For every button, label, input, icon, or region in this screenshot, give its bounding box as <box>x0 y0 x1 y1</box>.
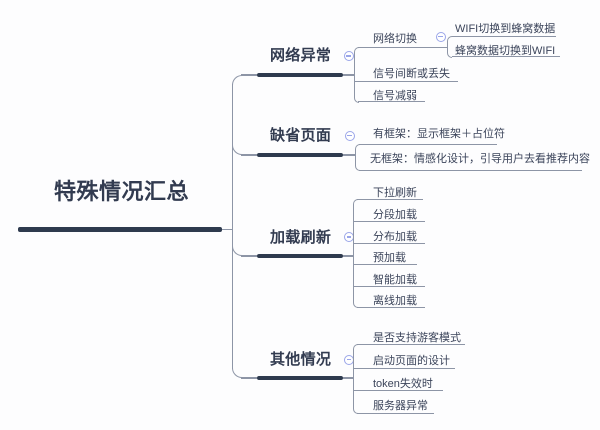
children-bracket <box>354 143 360 171</box>
node-underline <box>451 35 556 37</box>
collapse-icon[interactable] <box>344 232 354 242</box>
node-underline <box>357 306 425 308</box>
node-guest-mode[interactable]: 是否支持游客模式 <box>373 332 461 344</box>
node-offline-loading[interactable]: 离线加载 <box>373 295 417 307</box>
node-default-page[interactable]: 缺省页面 <box>270 127 332 144</box>
node-underline <box>359 169 582 171</box>
connector-line <box>343 154 355 156</box>
node-underline <box>352 367 455 369</box>
collapse-icon[interactable] <box>435 31 446 42</box>
node-underline <box>358 101 425 103</box>
node-underline <box>358 46 423 48</box>
node-underline <box>18 227 222 232</box>
node-cellular-to-wifi[interactable]: 蜂窝数据切换到WIFI <box>455 45 556 57</box>
node-underline <box>257 254 343 258</box>
node-root[interactable]: 特殊情况汇总 <box>54 179 190 204</box>
node-signal-loss[interactable]: 信号间断或丢失 <box>373 68 450 80</box>
children-bracket <box>447 35 452 58</box>
connector-line <box>343 74 354 76</box>
node-token-expired[interactable]: token失效时 <box>373 377 433 390</box>
node-underline <box>352 263 417 265</box>
connector-line <box>241 74 257 76</box>
node-underline <box>451 56 560 58</box>
connector-line <box>241 255 257 257</box>
connector-line <box>241 377 257 379</box>
node-underline <box>353 80 458 82</box>
node-underline <box>359 143 497 145</box>
node-preloading[interactable]: 预加载 <box>373 252 406 264</box>
node-pull-refresh[interactable]: 下拉刷新 <box>373 187 417 199</box>
connector-line <box>343 377 353 379</box>
collapse-icon[interactable] <box>343 51 354 61</box>
connector-line <box>423 46 447 48</box>
connector-line <box>241 154 257 156</box>
node-other-cases[interactable]: 其他情况 <box>270 351 332 368</box>
children-bracket <box>352 344 358 414</box>
trunk-corner <box>232 75 242 85</box>
node-server-error[interactable]: 服务器异常 <box>373 399 428 412</box>
children-bracket <box>353 46 359 103</box>
node-underline <box>257 376 343 380</box>
node-network-error[interactable]: 网络异常 <box>270 47 332 64</box>
node-splash-design[interactable]: 启动页面的设计 <box>373 354 450 367</box>
node-underline <box>257 153 343 157</box>
node-underline <box>357 412 434 414</box>
collapse-icon[interactable] <box>344 130 355 141</box>
node-underline <box>352 390 443 392</box>
node-segment-loading[interactable]: 分段加载 <box>373 209 417 221</box>
node-underline <box>352 242 425 244</box>
node-wifi-to-cellular[interactable]: WIFI切换到蜂窝数据 <box>455 23 556 35</box>
collapse-icon[interactable] <box>344 354 354 365</box>
connector-line <box>343 255 353 257</box>
node-distributed-loading[interactable]: 分布加载 <box>373 230 417 243</box>
node-smart-loading[interactable]: 智能加载 <box>373 273 417 286</box>
node-with-frame[interactable]: 有框架：显示框架＋占位符 <box>373 127 505 140</box>
node-loading-refresh[interactable]: 加载刷新 <box>270 229 332 246</box>
connector-line <box>222 228 233 230</box>
node-underline <box>352 285 425 287</box>
node-signal-weak[interactable]: 信号减弱 <box>373 90 417 102</box>
node-underline <box>352 221 425 223</box>
node-underline <box>357 199 423 201</box>
node-underline <box>357 344 465 346</box>
node-without-frame[interactable]: 无框架：情感化设计，引导用户去看推荐内容 <box>370 153 590 165</box>
node-network-switch[interactable]: 网络切换 <box>373 33 417 45</box>
children-bracket <box>352 199 358 308</box>
branch-trunk-line <box>232 84 234 369</box>
node-underline <box>257 73 343 77</box>
